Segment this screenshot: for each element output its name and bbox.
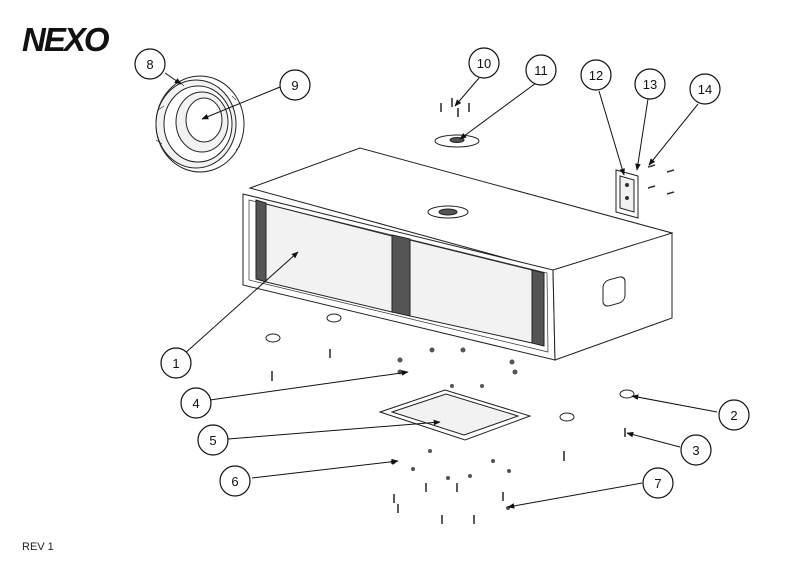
callout-2: 2	[718, 399, 750, 431]
loudspeaker-driver	[155, 75, 245, 173]
cabinet-enclosure	[242, 147, 674, 361]
callout-4: 4	[180, 387, 212, 419]
bottom-plate	[378, 389, 532, 441]
callout-10-label: 10	[477, 56, 491, 71]
top-flange-plate	[434, 134, 480, 148]
callout-6: 6	[219, 465, 251, 497]
callout-12: 12	[580, 59, 612, 91]
leader-lines	[164, 72, 718, 509]
callout-7-label: 7	[654, 476, 661, 491]
callout-5: 5	[197, 424, 229, 456]
logo-text: NEXO	[22, 21, 110, 58]
callout-3: 3	[680, 434, 712, 466]
callout-14-label: 14	[698, 82, 712, 97]
callout-8: 8	[134, 48, 166, 80]
callout-12-label: 12	[589, 68, 603, 83]
callout-4-label: 4	[192, 396, 199, 411]
loose-hardware	[271, 347, 626, 524]
callout-8-label: 8	[146, 57, 153, 72]
callout-9-label: 9	[291, 78, 298, 93]
callout-14: 14	[689, 73, 721, 105]
callout-11-label: 11	[534, 63, 548, 78]
callout-10: 10	[468, 47, 500, 79]
callout-1: 1	[160, 347, 192, 379]
callout-9: 9	[279, 69, 311, 101]
nexo-logo: NEXO	[22, 21, 112, 58]
callout-6-label: 6	[231, 474, 238, 489]
callout-13: 13	[634, 68, 666, 100]
callout-3-label: 3	[692, 443, 699, 458]
callout-5-label: 5	[209, 433, 216, 448]
revision-label: REV 1	[22, 541, 54, 553]
callout-2-label: 2	[730, 408, 737, 423]
connector-plate	[615, 169, 639, 219]
callout-13-label: 13	[643, 77, 657, 92]
callout-11: 11	[525, 54, 557, 86]
callout-7: 7	[642, 467, 674, 499]
cabinet-feet	[265, 313, 635, 422]
top-plate-screws	[440, 98, 470, 117]
connector-plate-screws	[647, 164, 675, 195]
callout-1-label: 1	[172, 356, 179, 371]
